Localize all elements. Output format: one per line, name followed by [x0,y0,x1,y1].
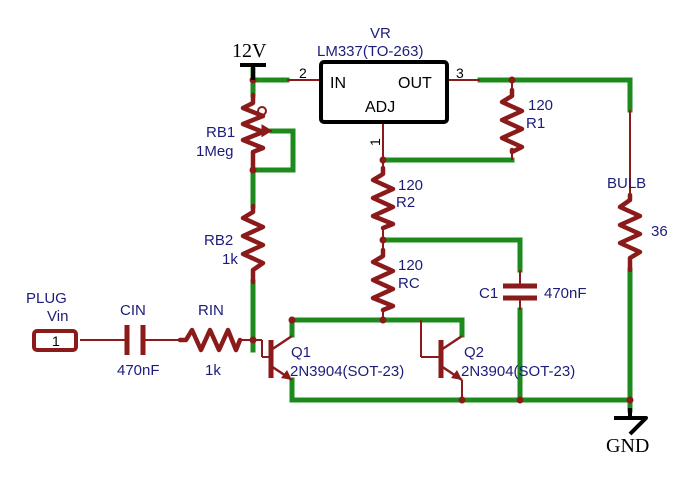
resistor-bulb: BULB 36 [607,110,668,273]
capacitor-c1: C1 470nF [479,270,587,310]
regulator-pin-in: IN [330,75,346,92]
supply-label: 12V [232,40,267,62]
bulb-name: BULB [607,175,646,192]
regulator-name: VR [370,25,391,42]
rb1-value: 1Meg [196,143,234,160]
regulator-part: LM337(TO-263) [317,43,423,60]
cin-value: 470nF [117,362,160,379]
regulator-pin-out-num: 3 [456,65,464,81]
rb2-name: RB2 [204,232,233,249]
wire-rb1-wiper [250,128,296,173]
r1-value: 120 [528,97,553,114]
q2-name: Q2 [464,344,484,361]
ground-label: GND [606,435,649,457]
regulator-vr: VR LM337(TO-263) IN OUT ADJ 2 3 1 [299,25,464,146]
regulator-pin-adj-num: 1 [367,138,383,146]
regulator-pin-in-num: 2 [299,65,307,81]
q2-emitter-arrow-icon [451,370,462,380]
q1-emitter-arrow-icon [281,370,292,380]
regulator-body [319,60,449,124]
rb2-value: 1k [222,251,238,268]
c1-name: C1 [479,285,498,302]
wire-collectors [289,317,465,338]
regulator-pin-adj: ADJ [365,99,395,116]
wire-out-rail [477,77,633,113]
q2-part: 2N3904(SOT-23) [461,363,575,380]
plug-pad [32,329,78,352]
r2-name: R2 [396,194,415,211]
junction-dots [249,76,634,404]
resistor-r2: 120 R2 [370,165,423,231]
resistor-rb2: RB2 1k [204,203,266,285]
transistor-q2: Q2 2N3904(SOT-23) [420,320,575,400]
wire-r2rc-c1 [380,237,523,273]
wiper-arrow-icon [261,124,273,137]
plug-name: PLUG [26,290,67,307]
bulb-value: 36 [651,223,668,240]
resistor-rb1: RB1 1Meg [196,92,273,173]
ground-symbol: GND [606,408,649,457]
cin-name: CIN [120,302,146,319]
supply-12v: 12V [232,40,267,80]
rc-name: RC [398,275,420,292]
rc-value: 120 [398,257,423,274]
rin-value: 1k [205,362,221,379]
capacitor-cin: CIN 470nF [117,302,160,379]
transistor-q1: Q1 2N3904(SOT-23) [253,334,404,382]
connector-plug: PLUG Vin 1 [26,290,78,352]
regulator-pin-out: OUT [398,75,432,92]
c1-value: 470nF [544,285,587,302]
q1-part: 2N3904(SOT-23) [290,363,404,380]
q1-name: Q1 [291,344,311,361]
plug-net: Vin [47,308,68,325]
rb1-name: RB1 [206,124,235,141]
rin-name: RIN [198,302,224,319]
resistor-rc: 120 RC [370,247,423,313]
r2-value: 120 [398,177,423,194]
resistor-rin: RIN 1k [177,302,243,379]
r1-name: R1 [526,115,545,132]
resistor-r1: 120 R1 [499,87,553,155]
plug-pin: 1 [52,333,60,349]
